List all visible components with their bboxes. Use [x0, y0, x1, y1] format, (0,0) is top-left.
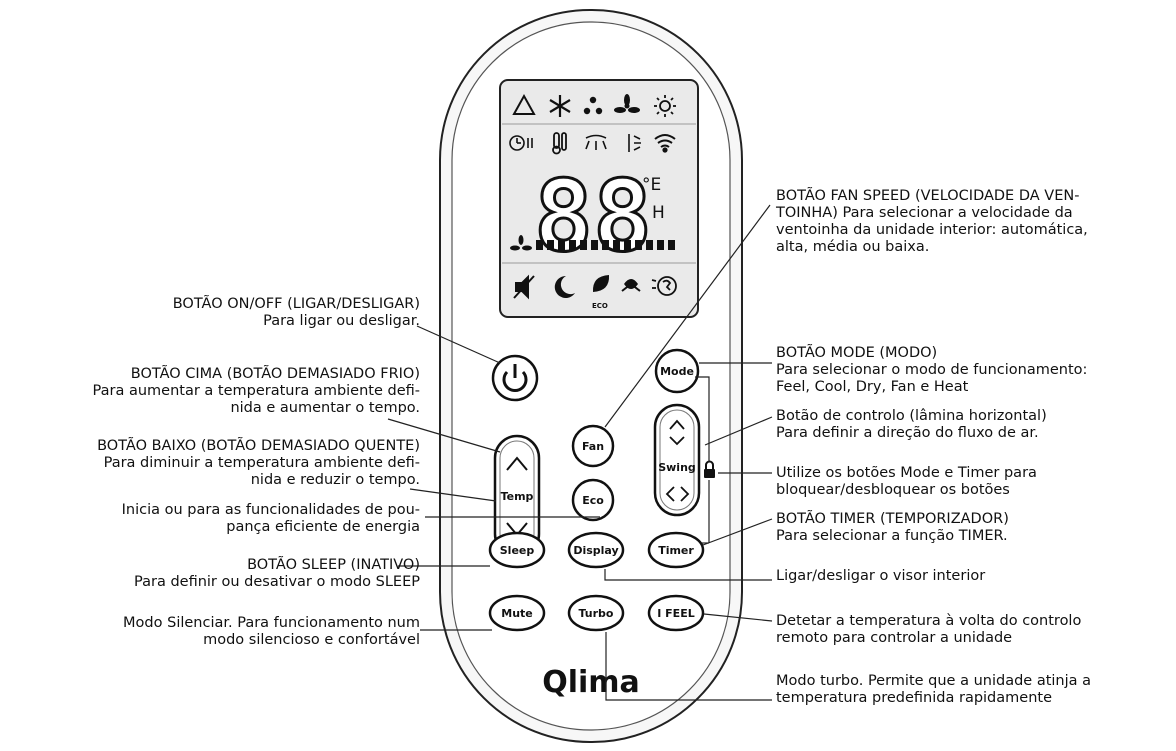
callout-up-line2: nida e aumentar o tempo.	[230, 400, 420, 416]
eco-label: ECO	[592, 302, 608, 310]
swing-label: Swing	[658, 461, 696, 474]
leader-lines	[387, 204, 773, 701]
dry-droplets-icon	[583, 96, 603, 115]
eco-button[interactable]: Eco	[571, 478, 615, 522]
lcd-screen: 88 °E H ECO	[499, 79, 699, 318]
callout-fan-line1: BOTÃO FAN SPEED (VELOCIDADE DA VEN-	[776, 188, 1080, 204]
timer-button[interactable]: Timer	[647, 531, 705, 569]
callout-sleep: BOTÃO SLEEP (INATIVO) Para definir ou de…	[134, 557, 420, 591]
ifeel-icon	[651, 276, 677, 296]
callout-mute: Modo Silenciar. Para funcionamento num m…	[123, 615, 420, 649]
unit-label-bottom: H	[652, 203, 665, 223]
eco-button-label: Eco	[582, 494, 604, 507]
callout-mute-line1: Modo Silenciar. Para funcionamento num	[123, 615, 420, 631]
fan-button[interactable]: Fan	[571, 424, 615, 468]
callout-eco-line2: pança eficiente de energia	[226, 519, 420, 535]
ifeel-label: I FEEL	[657, 607, 694, 620]
mute-button[interactable]: Mute	[488, 594, 546, 632]
callout-mute-line2: modo silencioso e confortável	[203, 632, 420, 648]
callout-ifeel: Detetar a temperatura à volta do control…	[776, 613, 1081, 647]
horizontal-swing-icon	[628, 134, 641, 152]
callout-eco: Inicia ou para as funcionalidades de pou…	[122, 502, 420, 536]
callout-mode: BOTÃO MODE (MODO) Para selecionar o modo…	[776, 345, 1087, 396]
unit-label-top: °E	[642, 175, 661, 195]
turbo-button[interactable]: Turbo	[567, 594, 625, 632]
callout-fan-line2: TOINHA) Para selecionar a velocidade da	[776, 205, 1073, 221]
turbo-icon	[621, 279, 641, 292]
callout-eco-line1: Inicia ou para as funcionalidades de pou…	[121, 502, 420, 518]
swing-down-icon[interactable]	[669, 436, 685, 446]
timer-label: Timer	[658, 544, 694, 557]
turbo-label: Turbo	[579, 607, 614, 620]
callout-down: BOTÃO BAIXO (BOTÃO DEMASIADO QUENTE) Par…	[97, 438, 420, 489]
callout-up-title: BOTÃO CIMA (BOTÃO DEMASIADO FRIO)	[130, 366, 420, 382]
callout-onoff-title: BOTÃO ON/OFF (LIGAR/DESLIGAR)	[172, 296, 420, 312]
fan-speed-icon	[510, 235, 532, 251]
display-button[interactable]: Display	[567, 531, 625, 569]
callout-turbo-line2: temperatura predefinida rapidamente	[776, 690, 1052, 706]
callout-turbo: Modo turbo. Permite que a unidade atinja…	[776, 673, 1091, 707]
mode-label: Mode	[660, 365, 694, 378]
swing-rocker[interactable]: Swing	[653, 403, 701, 517]
thermometer-icon	[552, 132, 567, 155]
callout-turbo-line1: Modo turbo. Permite que a unidade atinja…	[776, 673, 1092, 689]
eco-leaf-icon: ECO	[592, 275, 610, 310]
callout-sleep-title: BOTÃO SLEEP (INATIVO)	[247, 557, 420, 573]
callout-timer: BOTÃO TIMER (TEMPORIZADOR) Para selecion…	[776, 511, 1009, 545]
fan-label: Fan	[582, 440, 604, 453]
callout-onoff: BOTÃO ON/OFF (LIGAR/DESLIGAR) Para ligar…	[173, 296, 420, 330]
timer-clock-icon	[509, 135, 533, 151]
callout-swing: Botão de controlo (lâmina horizontal) Pa…	[776, 408, 1047, 442]
brand-logo: Qlima	[542, 665, 640, 700]
callout-display-desc: Ligar/desligar o visor interior	[776, 568, 986, 584]
callout-down-title: BOTÃO BAIXO (BOTÃO DEMASIADO QUENTE)	[97, 438, 420, 454]
callout-mode-line1: Para selecionar o modo de funcionamento:	[776, 362, 1088, 378]
cool-snowflake-icon	[549, 95, 571, 117]
ifeel-button[interactable]: I FEEL	[647, 594, 705, 632]
callout-down-line1: Para diminuir a temperatura ambiente def…	[103, 455, 420, 471]
heat-sun-icon	[654, 95, 676, 117]
callout-down-line2: nida e reduzir o tempo.	[250, 472, 420, 488]
power-button[interactable]	[491, 354, 539, 402]
callout-lock: Utilize os botões Mode e Timer para bloq…	[776, 465, 1037, 499]
callout-fan-line4: alta, média ou baixa.	[776, 239, 930, 255]
callout-onoff-desc: Para ligar ou desligar.	[263, 313, 420, 329]
callout-up: BOTÃO CIMA (BOTÃO DEMASIADO FRIO) Para a…	[93, 366, 420, 417]
callout-timer-desc: Para selecionar a função TIMER.	[776, 528, 1008, 544]
sleep-button[interactable]: Sleep	[488, 531, 546, 569]
temp-label: Temp	[501, 490, 534, 503]
sleep-label: Sleep	[500, 544, 535, 557]
callout-lock-line2: bloquear/desbloquear os botões	[776, 482, 1010, 498]
callout-sleep-desc: Para definir ou desativar o modo SLEEP	[134, 574, 420, 590]
mute-label: Mute	[501, 607, 533, 620]
callout-up-line1: Para aumentar a temperatura ambiente def…	[92, 383, 420, 399]
mute-icon	[513, 274, 535, 300]
callout-ifeel-line2: remoto para controlar a unidade	[776, 630, 1013, 646]
callout-ifeel-line1: Detetar a temperatura à volta do control…	[776, 613, 1082, 629]
callout-lock-line1: Utilize os botões Mode e Timer para	[776, 465, 1037, 481]
feel-mode-icon	[512, 93, 536, 115]
callout-timer-title: BOTÃO TIMER (TEMPORIZADOR)	[776, 511, 1009, 527]
callout-swing-desc: Para definir a direção do fluxo de ar.	[776, 425, 1039, 441]
sleep-moon-icon	[554, 275, 575, 298]
callout-mode-line2: Feel, Cool, Dry, Fan e Heat	[776, 379, 969, 395]
display-label: Display	[573, 544, 618, 557]
swing-right-icon[interactable]	[680, 486, 690, 502]
fan-mode-icon	[614, 94, 640, 113]
swing-left-icon[interactable]	[665, 486, 675, 502]
wifi-icon	[654, 134, 676, 153]
mode-button[interactable]: Mode	[654, 348, 700, 394]
temp-up-icon[interactable]	[506, 456, 528, 471]
callout-fan: BOTÃO FAN SPEED (VELOCIDADE DA VEN- TOIN…	[776, 188, 1088, 256]
callout-display: Ligar/desligar o visor interior	[776, 568, 985, 585]
callout-mode-title: BOTÃO MODE (MODO)	[776, 345, 938, 361]
callout-fan-line3: ventoinha da unidade interior: automátic…	[776, 222, 1088, 238]
callout-swing-title: Botão de controlo (lâmina horizontal)	[776, 408, 1047, 424]
swing-up-icon[interactable]	[669, 419, 685, 430]
fan-speed-bar	[536, 240, 675, 250]
vertical-swing-icon	[585, 134, 607, 150]
temperature-digits: 88	[534, 160, 652, 274]
temp-rocker[interactable]: Temp	[493, 434, 541, 558]
